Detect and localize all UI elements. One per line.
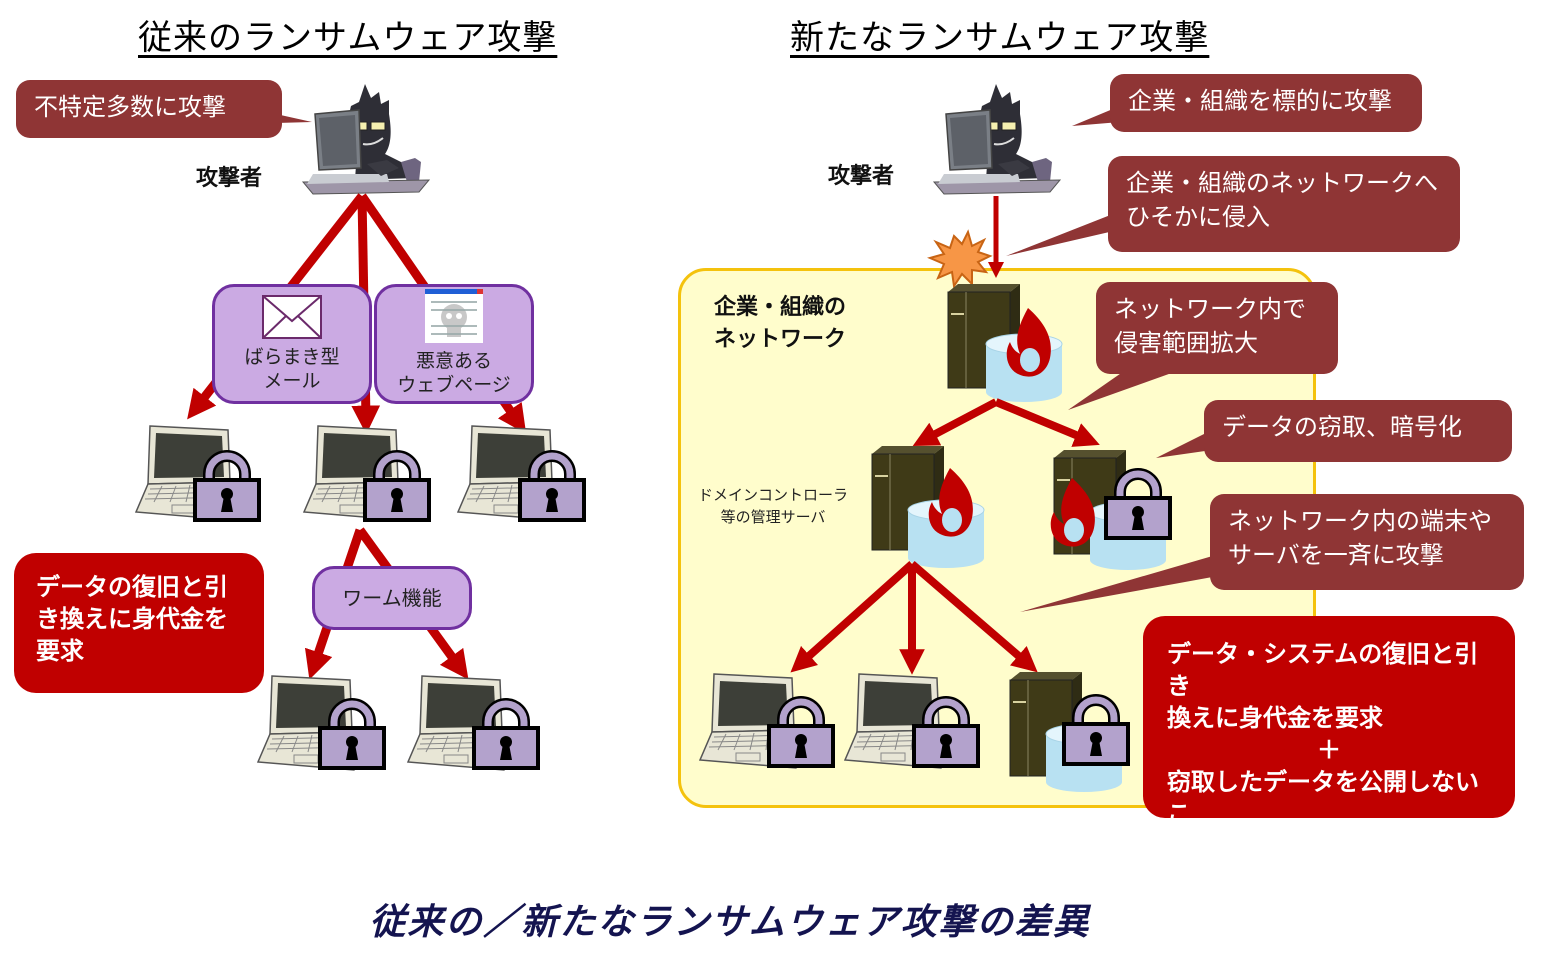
attacker-label-left: 攻撃者 [196,166,263,191]
speech-data-theft-encryption: データの窃取、暗号化 [1204,400,1512,462]
vector-spam-mail: ばらまき型 メール [212,284,372,404]
ransom-plus: ＋ [1317,736,1341,764]
vector-label-line1: ばらまき型 [244,346,340,368]
vector-label-line2: メール [263,370,321,392]
speech-tail [1072,106,1120,126]
ransom-line: データの復旧と引 [36,573,228,601]
ransom-line: データ・システムの復旧と引き [1167,640,1479,700]
speech-untargeted-attack: 不特定多数に攻撃 [16,80,282,138]
malicious-webpage-icon [425,289,483,343]
intrusion-burst-icon [927,229,993,289]
network-label: 企業・組織の ネットワーク [714,292,846,356]
ransom-line: 換えに身代金を要求 [1167,704,1383,732]
ransom-line: とと引き換えに身代金を要求 [1167,832,1479,860]
vector-label-line2: ウェブページ [397,374,511,396]
speech-lateral-spread: ネットワーク内で 侵害範囲拡大 [1096,282,1338,374]
network-label-line: 企業・組織の [714,295,847,320]
ransom-line: き換えに身代金を [36,605,228,633]
domain-controller-label: ドメインコントローラ 等の管理サーバ [698,484,848,528]
right-ransom-demand: データ・システムの復旧と引き 換えに身代金を要求 ＋ 窃取したデータを公開しない… [1143,616,1515,860]
lock-icon [1064,700,1128,764]
attacker-label-right: 攻撃者 [828,164,895,189]
network-label-line: ネットワーク [714,327,847,352]
speech-line: 侵害範囲拡大 [1114,329,1258,357]
speech-tail [1156,430,1212,458]
speech-tail [1020,548,1240,612]
lock-icon [474,704,538,768]
attacker-right-icon [933,83,1061,195]
spread-arrows [912,398,1100,447]
ransom-line: 窃取したデータを公開しないこ [1167,768,1479,828]
left-ransom-demand: データの復旧と引 き換えに身代金を 要求 [14,553,264,693]
speech-stealth-intrusion: 企業・組織のネットワークへ ひそかに侵入 [1108,156,1460,252]
speech-line: 企業・組織のネットワークへ [1126,169,1438,197]
left-title: 従来のランサムウェア攻撃 [138,18,558,58]
speech-line: ひそかに侵入 [1126,203,1270,231]
speech-tail [1006,212,1118,256]
ransom-line: 要求 [36,637,84,665]
vector-label-line1: 悪意ある [415,350,492,372]
lock-icon [914,702,978,766]
vector-malicious-webpage: 悪意ある ウェブページ [374,284,534,404]
attacker-left-icon [302,83,430,195]
worm-function-box: ワーム機能 [312,566,472,630]
lock-icon [1106,474,1170,538]
envelope-icon [262,295,322,339]
dc-label-line: 等の管理サーバ [720,508,826,526]
right-title: 新たなランサムウェア攻撃 [790,18,1210,58]
speech-targeted-attack: 企業・組織を標的に攻撃 [1110,74,1422,132]
speech-line: ネットワーク内の端末や [1228,507,1492,535]
speech-simultaneous-attack: ネットワーク内の端末や サーバを一斉に攻撃 [1210,494,1524,590]
lock-icon [769,702,833,766]
dc-label-line: ドメインコントローラ [698,486,849,504]
figure-caption: 従来の／新たなランサムウェア攻撃の差異 [369,902,1091,943]
speech-line: サーバを一斉に攻撃 [1228,541,1444,569]
speech-line: ネットワーク内で [1114,295,1306,323]
broadcast-attack-arrows [790,560,1038,675]
